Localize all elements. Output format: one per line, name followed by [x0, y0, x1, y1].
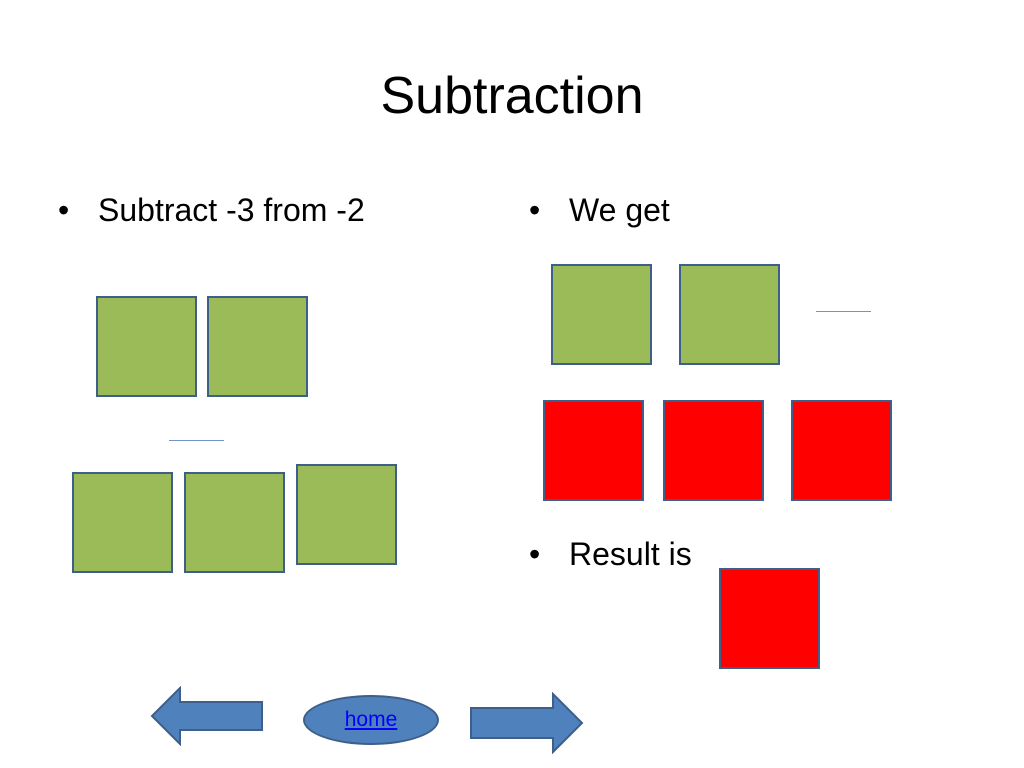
- tile-green: [96, 296, 197, 397]
- tile-red: [543, 400, 644, 501]
- bullet-result: • Result is: [529, 534, 692, 574]
- tile-green: [679, 264, 780, 365]
- bullet-dot: •: [529, 192, 541, 228]
- bullet-right-text: We get: [569, 192, 670, 228]
- tile-green: [207, 296, 308, 397]
- minus-line: [816, 311, 871, 312]
- bullet-dot: •: [58, 192, 70, 228]
- tile-green: [72, 472, 173, 573]
- bullet-dot: •: [529, 536, 541, 572]
- home-link[interactable]: home: [344, 708, 398, 731]
- bullet-right: • We get: [529, 190, 670, 230]
- slide-title: Subtraction: [380, 67, 644, 125]
- left-arrow-icon[interactable]: [150, 686, 266, 746]
- tile-red-result: [719, 568, 820, 669]
- bullet-left-text: Subtract -3 from -2: [98, 192, 365, 228]
- bullet-result-text: Result is: [569, 536, 692, 572]
- right-arrow-icon[interactable]: [469, 692, 585, 754]
- bullet-left: • Subtract -3 from -2: [58, 190, 365, 230]
- tile-red: [791, 400, 892, 501]
- home-button[interactable]: home: [303, 695, 439, 745]
- minus-line: [169, 440, 224, 441]
- tile-green: [184, 472, 285, 573]
- tile-green: [296, 464, 397, 565]
- tile-green: [551, 264, 652, 365]
- tile-red: [663, 400, 764, 501]
